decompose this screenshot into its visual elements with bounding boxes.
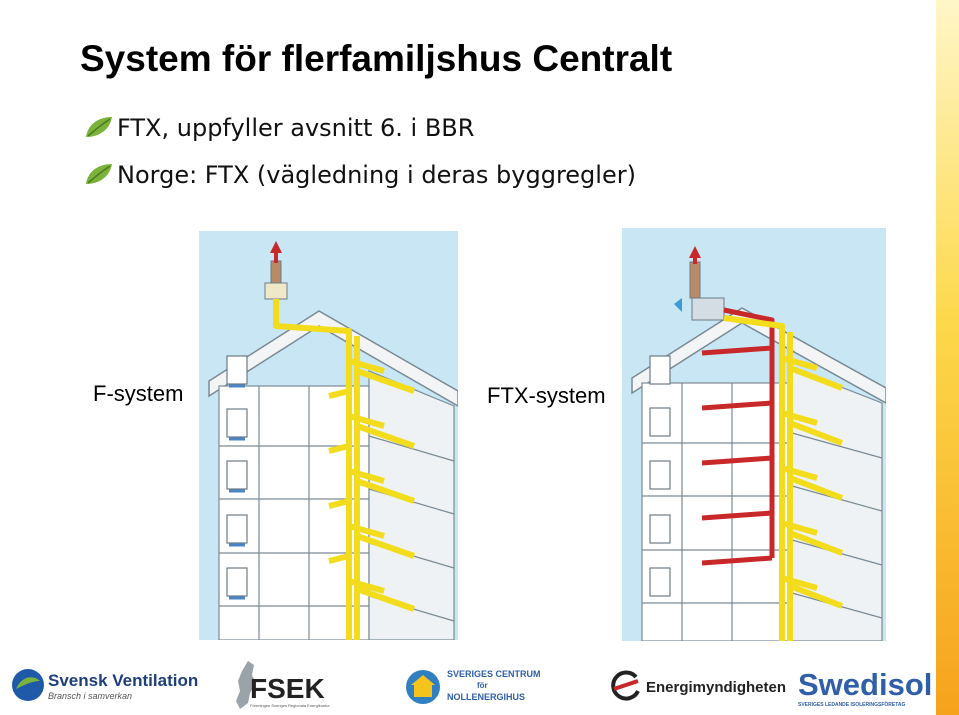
svensk-ventilation-name: Svensk Ventilation bbox=[48, 671, 199, 690]
sweden-map-icon bbox=[236, 661, 256, 709]
bullet-text-1: FTX, uppfyller avsnitt 6. i BBR bbox=[117, 114, 475, 142]
svensk-ventilation-tagline: Bransch i samverkan bbox=[48, 691, 133, 701]
ftx-system-caption: FTX-system bbox=[484, 383, 609, 409]
nollenergihus-line2: för bbox=[477, 681, 488, 690]
ftx-system-illustration bbox=[622, 228, 886, 641]
energimyndigheten-name: Energimyndigheten bbox=[646, 679, 787, 696]
energimyndigheten-swoosh-icon bbox=[611, 670, 640, 701]
leaf-bullet-icon bbox=[86, 164, 112, 184]
f-system-caption: F-system bbox=[90, 381, 187, 407]
decorative-gradient-bar bbox=[936, 0, 959, 715]
slide-title: System för flerfamiljshus Centralt bbox=[80, 38, 673, 79]
leaf-bullet-icon bbox=[86, 117, 112, 137]
swedisol-tagline: SVERIGES LEDANDE ISOLERINGSFÖRETAG bbox=[798, 702, 906, 708]
f-system-illustration bbox=[199, 231, 458, 640]
fsek-name: FSEK bbox=[250, 673, 325, 704]
swedisol-logo: Swedisol SVERIGES LEDANDE ISOLERINGSFÖRE… bbox=[796, 655, 933, 715]
swedisol-name: Swedisol bbox=[798, 667, 933, 702]
nollenergihus-line3: NOLLENERGIHUS bbox=[447, 692, 526, 702]
energimyndigheten-logo: Energimyndigheten bbox=[608, 655, 786, 715]
house-emblem-icon bbox=[406, 670, 440, 704]
fsek-logo: FSEK Föreningen Sveriges Regionala Energ… bbox=[228, 655, 338, 715]
nollenergihus-line1: SVERIGES CENTRUM bbox=[447, 669, 541, 679]
svensk-ventilation-mark-icon bbox=[12, 669, 44, 701]
nollenergihus-logo: SVERIGES CENTRUM för NOLLENERGIHUS bbox=[405, 655, 541, 715]
fsek-tagline: Föreningen Sveriges Regionala Energikont… bbox=[250, 703, 330, 708]
svensk-ventilation-logo: Svensk Ventilation Bransch i samverkan bbox=[6, 655, 198, 715]
bullet-text-2: Norge: FTX (vägledning i deras byggregle… bbox=[117, 161, 636, 189]
